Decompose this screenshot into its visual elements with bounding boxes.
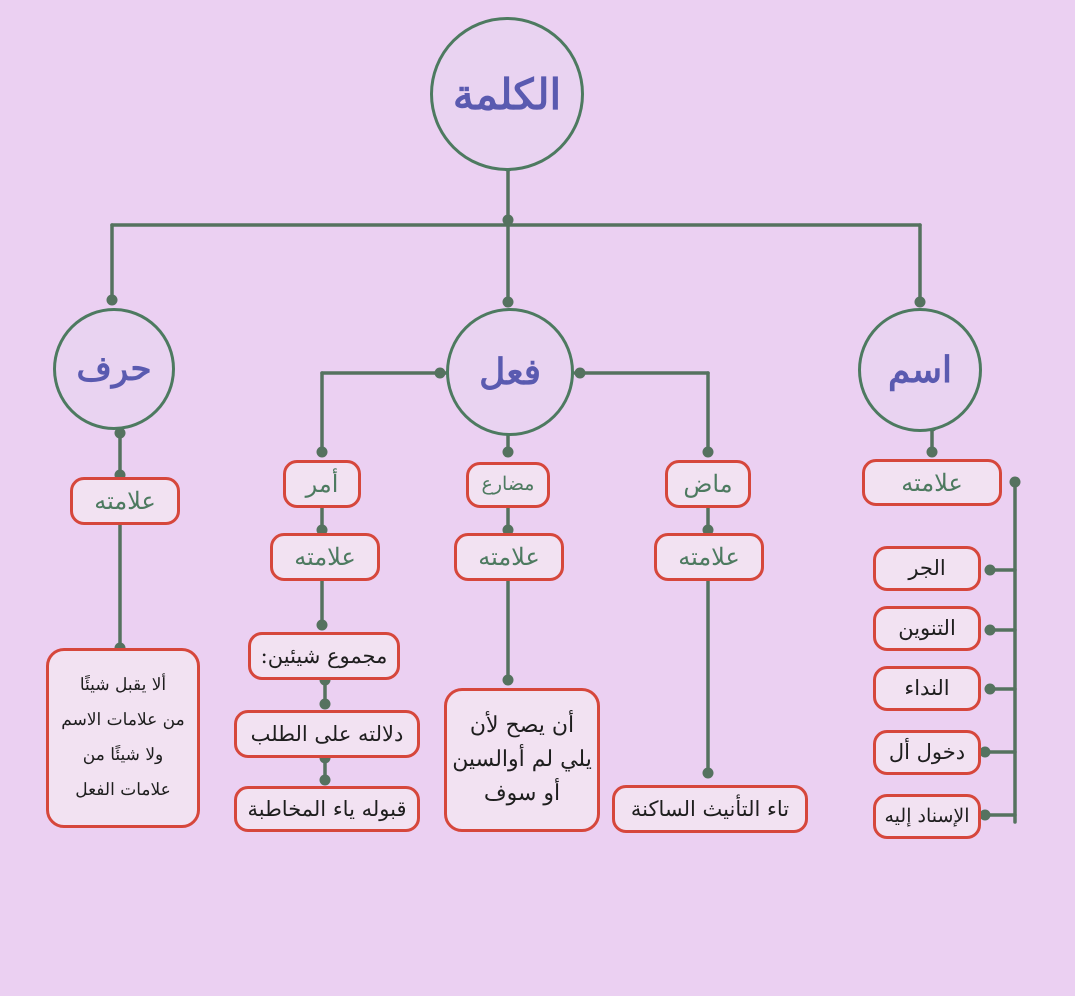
- madi-description-box: تاء التأنيث الساكنة: [612, 785, 808, 833]
- fil-node: فعل: [446, 308, 574, 436]
- amr-desc-ya-box: قبوله ياء المخاطبة: [234, 786, 420, 832]
- amr-desc-combined-box: مجموع شيئين:: [248, 632, 400, 680]
- mudari-box: مضارع: [466, 462, 550, 508]
- harf-sign-box: علامته: [70, 477, 180, 525]
- amr-desc-request-box: دلالته على الطلب: [234, 710, 420, 758]
- madi-box: ماض: [665, 460, 751, 508]
- ism-item-nidaa: النداء: [873, 666, 981, 711]
- ism-item-tanween: التنوين: [873, 606, 981, 651]
- ism-sign-box: علامته: [862, 459, 1002, 506]
- mudari-description-box: أن يصح لأن يلي لم أوالسين أو سوف: [444, 688, 600, 832]
- ism-node: اسم: [858, 308, 982, 432]
- root-node: الكلمة: [430, 17, 584, 171]
- amr-box: أمر: [283, 460, 361, 508]
- ism-item-isnad: الإسناد إليه: [873, 794, 981, 839]
- mudari-sign-box: علامته: [454, 533, 564, 581]
- harf-description-box: ألا يقبل شيئًا من علامات الاسم ولا شيئًا…: [46, 648, 200, 828]
- amr-sign-box: علامته: [270, 533, 380, 581]
- ism-item-jarr: الجر: [873, 546, 981, 591]
- madi-sign-box: علامته: [654, 533, 764, 581]
- harf-node: حرف: [53, 308, 175, 430]
- ism-item-al: دخول أل: [873, 730, 981, 775]
